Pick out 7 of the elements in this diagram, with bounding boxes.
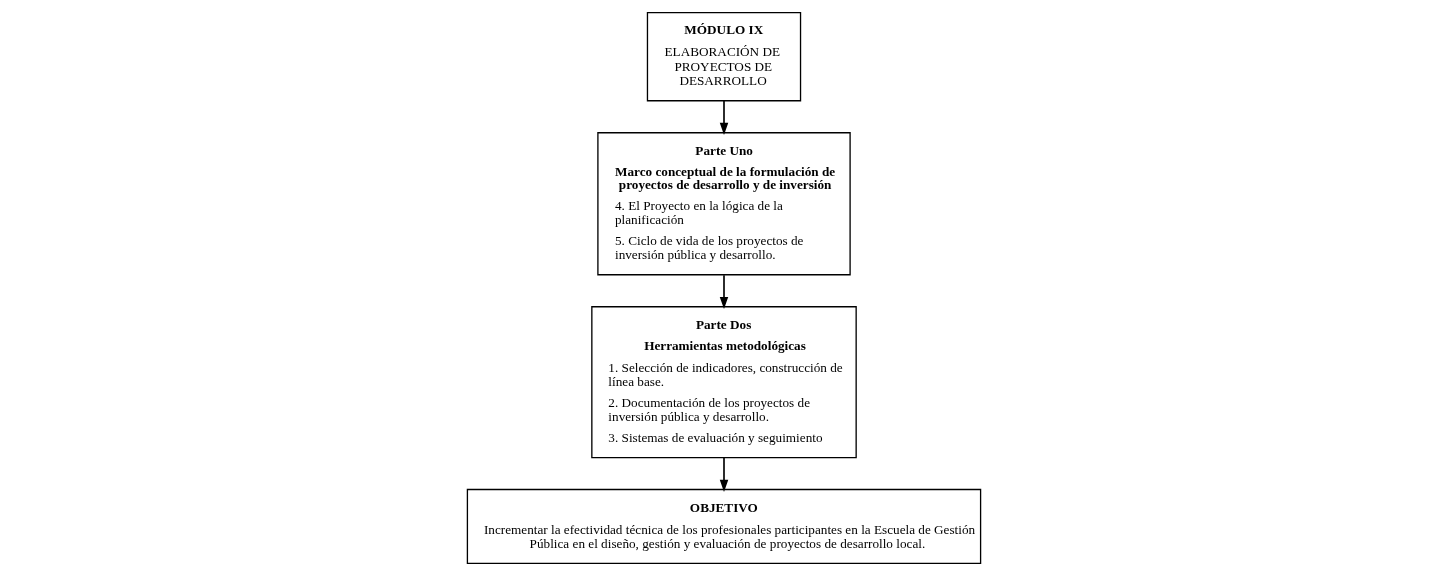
arrow	[719, 274, 728, 309]
node-box: Parte Dos Herramientas metodológicas 1. Selección de indicadores, construcción de línea base. 2. Documentación de los proyectos de inversión pública y desarrollo. 3. Sistemas de evaluación y seguimiento	[590, 306, 857, 459]
node-box: OBJETIVO Incrementar la efectividad técnica de los profesionales participantes en la Escuela de Gestión Pública en el diseño, gestión y evaluación de proyectos de desarrollo local.	[466, 488, 981, 564]
node-box: MÓDULO IX ELABORACIÓN DE PROYECTOS DE DESARROLLO	[646, 12, 801, 102]
arrow	[719, 100, 728, 135]
arrow	[719, 456, 728, 492]
node-box: Parte Uno Marco conceptual de la formulación de proyectos de desarrollo y de inversión 4. El Proyecto en la lógica de la planificación 5. Ciclo de vida de los proyectos de inversión pública y desarrollo.	[596, 132, 851, 276]
